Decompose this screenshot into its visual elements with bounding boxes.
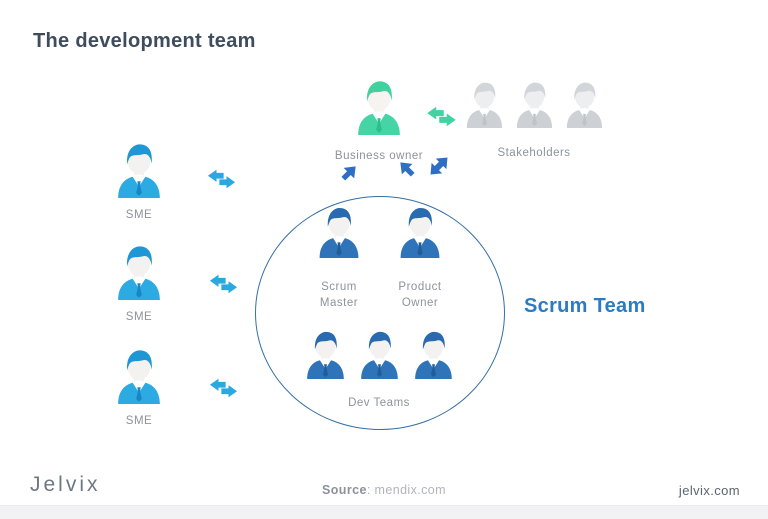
sme-figure: SME [108, 140, 170, 223]
source-value: : mendix.com [366, 483, 446, 497]
sme-figure: SME [108, 346, 170, 429]
scrum-master-person-icon [312, 204, 366, 258]
scrum-master-label: Scrum Master [319, 281, 359, 310]
sme-figure: SME [108, 242, 170, 325]
page-title: The development team [33, 30, 256, 52]
sme-person-icon [110, 242, 168, 300]
stakeholders-group: Stakeholders [459, 79, 609, 161]
source-credit: Source: mendix.com [0, 483, 768, 497]
stakeholder-person-icon [560, 79, 609, 128]
stakeholder-person-icon [510, 79, 559, 128]
product-owner-person-icon [393, 204, 447, 258]
dev-team-person-icon [408, 328, 459, 379]
bottom-bar [0, 505, 768, 519]
dev-team-person-icon [300, 328, 351, 379]
business-owner-stakeholders-arrow-icon [426, 106, 457, 127]
stakeholders-label: Stakeholders [497, 147, 571, 159]
site-url: jelvix.com [678, 483, 740, 498]
sme-label: SME [125, 415, 153, 427]
sme-label: SME [125, 311, 153, 323]
jelvix-logo: Jelvix [30, 473, 101, 496]
scrum-team-circle [255, 196, 505, 430]
scrum-master-figure: Scrum Master [308, 204, 370, 311]
product-owner-label: Product Owner [398, 281, 442, 310]
sme-scrum-arrow-icon [209, 274, 238, 294]
dev-teams-group: Dev Teams [298, 328, 460, 411]
sme-scrum-arrow-icon [209, 378, 238, 398]
source-label: Source [322, 483, 367, 497]
sme-scrum-arrow-icon [207, 169, 236, 189]
sme-person-icon [110, 140, 168, 198]
business-owner-label: Business owner [334, 150, 424, 162]
sme-label: SME [125, 209, 153, 221]
scrum-team-label: Scrum Team [524, 295, 646, 317]
business-owner-figure: Business owner [331, 77, 427, 164]
business-owner-person-icon [350, 77, 408, 135]
sme-person-icon [110, 346, 168, 404]
dev-teams-label: Dev Teams [348, 397, 410, 409]
stakeholder-person-icon [460, 79, 509, 128]
product-owner-figure: Product Owner [389, 204, 451, 311]
dev-team-person-icon [354, 328, 405, 379]
